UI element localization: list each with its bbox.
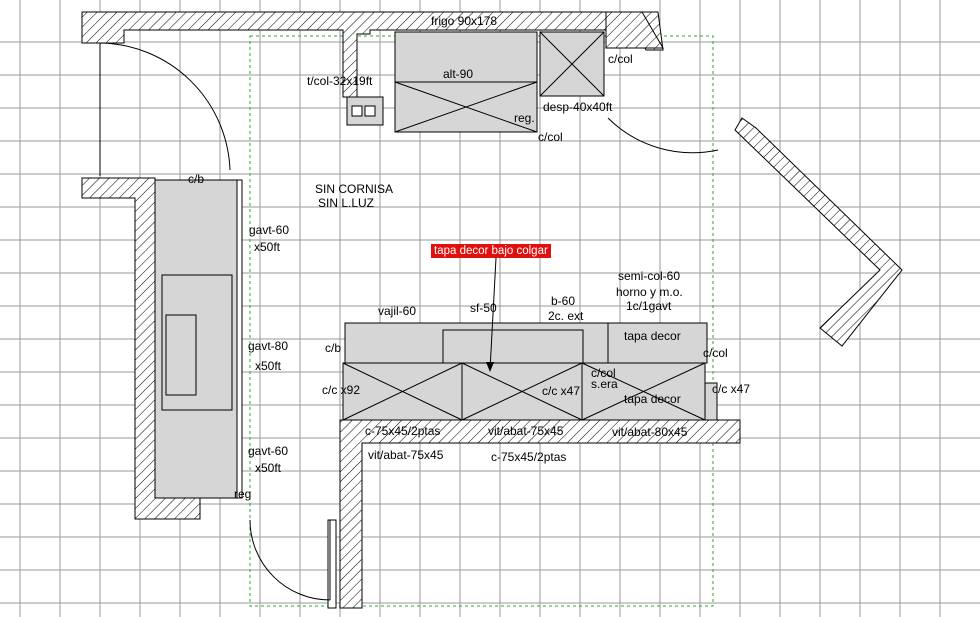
wall-stub — [327, 519, 337, 609]
label-c-col-top-right: c/col — [608, 52, 633, 66]
label-c-col-sera-2: s.era — [591, 377, 618, 391]
label-vajil: vajil-60 — [378, 304, 417, 318]
label-2c-ext: 2c. ext — [548, 309, 584, 323]
label-c-c-x47-mid: c/c x47 — [542, 384, 581, 398]
label-c-col-sera-1: c/col — [591, 366, 616, 380]
label-sf-50: sf-50 — [470, 301, 497, 315]
label-c-c-x92: c/c x92 — [322, 383, 361, 397]
wall-top — [81, 11, 664, 98]
door-swings — [99, 42, 719, 601]
label-c-75x45-top: c-75x45/2ptas — [365, 424, 441, 438]
label-semi-col: semi-col-60 — [618, 269, 681, 283]
label-reg-bottom: reg — [234, 487, 252, 501]
label-desp: desp-40x40ft — [543, 100, 613, 114]
wall-top-right — [605, 11, 664, 49]
label-reg-top: reg. — [514, 111, 535, 125]
wall-right — [734, 117, 903, 347]
label-c-b-island: c/b — [325, 341, 342, 355]
door-swing-bottom — [249, 519, 331, 601]
label-vit-abat-75-bottom: vit/abat-75x45 — [368, 448, 444, 462]
label-b-60: b-60 — [551, 294, 576, 308]
label-t-col: t/col-32x19ft — [307, 74, 373, 88]
label-gavt-60-top: gavt-60 — [249, 223, 290, 237]
label-1c-1gavt: 1c/1gavt — [626, 299, 672, 313]
door-swing-left — [99, 42, 231, 176]
callout-tapa-decor: tapa decor bajo colgar — [431, 244, 551, 258]
label-gavt-80: gavt-80 — [248, 339, 289, 353]
label-c-col-right: c/col — [703, 346, 728, 360]
label-x50ft-2: x50ft — [255, 359, 282, 373]
label-x50ft-3: x50ft — [255, 461, 282, 475]
label-x50ft-1: x50ft — [254, 240, 281, 254]
label-sin-luz: SIN L.LUZ — [318, 196, 375, 210]
label-horno: horno y m.o. — [616, 285, 683, 299]
top-units — [346, 31, 605, 133]
left-cabinets — [154, 179, 243, 499]
label-c-col-top-mid: c/col — [538, 130, 563, 144]
wall-bottom — [339, 419, 741, 609]
callout-arrow — [489, 257, 497, 371]
label-tapa-decor-top: tapa decor — [624, 329, 681, 343]
label-tapa-decor-bottom: tapa decor — [624, 392, 681, 406]
bottom-cabinets — [342, 322, 718, 421]
label-frigo: frigo 90x178 — [431, 14, 498, 28]
label-c-c-x47-right: c/c x47 — [712, 382, 751, 396]
label-vit-abat-75-top: vit/abat-75x45 — [488, 424, 564, 438]
label-alt-90: alt-90 — [443, 67, 474, 81]
label-vit-abat-80: vit/abat-80x45 — [612, 425, 688, 439]
label-gavt-60-bottom: gavt-60 — [248, 444, 289, 458]
label-sin-cornisa: SIN CORNISA — [315, 182, 394, 196]
label-c-b-left: c/b — [188, 172, 205, 186]
door-swing-right — [607, 117, 719, 154]
label-c-75x45-bottom: c-75x45/2ptas — [491, 450, 567, 464]
